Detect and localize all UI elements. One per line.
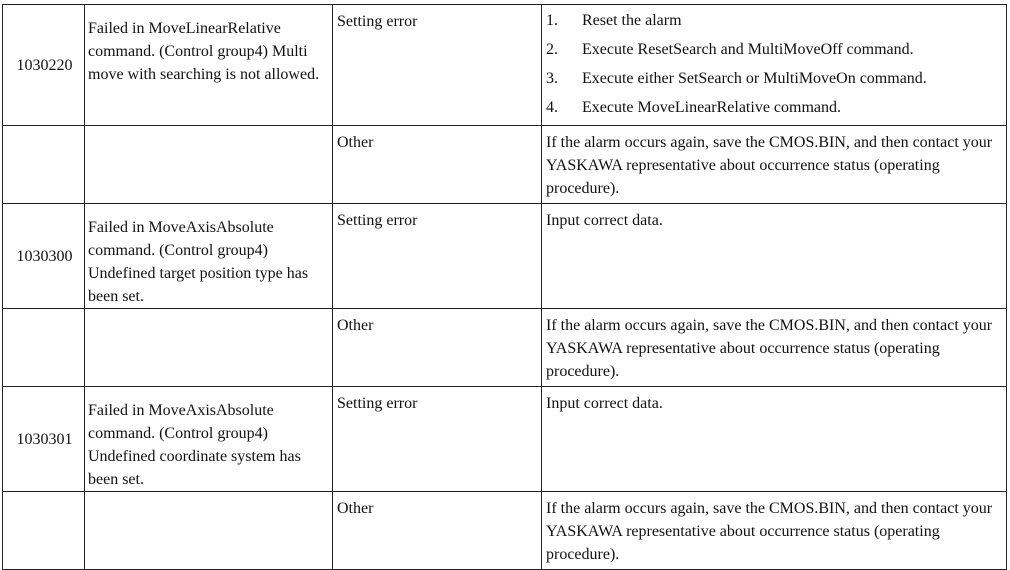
empty-cell xyxy=(2,308,85,387)
alarm-cause: Setting error xyxy=(332,386,542,492)
alarm-remedy: If the alarm occurs again, save the CMOS… xyxy=(541,308,1007,387)
alarm-code: 1030301 xyxy=(2,386,85,492)
alarm-remedy: Input correct data. xyxy=(541,203,1007,309)
step-text: Execute either SetSearch or MultiMoveOn … xyxy=(582,70,927,87)
table-row: 1030301 Failed in MoveAxisAbsolute comma… xyxy=(2,386,1007,492)
remedy-text: Input correct data. xyxy=(546,212,663,229)
empty-cell xyxy=(84,308,333,387)
alarm-cause: Other xyxy=(332,308,542,387)
alarm-cause: Setting error xyxy=(332,4,542,126)
step-number: 3. xyxy=(546,70,558,87)
step-number: 2. xyxy=(546,41,558,58)
step-text: Execute ResetSearch and MultiMoveOff com… xyxy=(582,41,914,58)
empty-cell xyxy=(2,491,85,570)
list-item: 4. Execute MoveLinearRelative command. xyxy=(546,96,1002,125)
table-row: 1030300 Failed in MoveAxisAbsolute comma… xyxy=(2,203,1007,309)
alarm-cause: Other xyxy=(332,491,542,570)
table-row: Other If the alarm occurs again, save th… xyxy=(2,125,1007,204)
list-item: 2. Execute ResetSearch and MultiMoveOff … xyxy=(546,38,1002,67)
table-row: 1030220 Failed in MoveLinearRelative com… xyxy=(2,4,1007,126)
empty-cell xyxy=(84,125,333,204)
list-item: 3. Execute either SetSearch or MultiMove… xyxy=(546,67,1002,96)
alarm-table: 1030220 Failed in MoveLinearRelative com… xyxy=(2,4,1007,570)
remedy-text: Input correct data. xyxy=(546,395,663,412)
alarm-remedy: Input correct data. xyxy=(541,386,1007,492)
remedy-text: If the alarm occurs again, save the CMOS… xyxy=(546,317,993,380)
alarm-description: Failed in MoveAxisAbsolute command. (Con… xyxy=(84,386,333,492)
empty-cell xyxy=(84,491,333,570)
step-text: Execute MoveLinearRelative command. xyxy=(582,99,842,116)
step-text: Reset the alarm xyxy=(582,12,682,29)
step-number: 4. xyxy=(546,99,558,116)
alarm-cause: Other xyxy=(332,125,542,204)
empty-cell xyxy=(2,125,85,204)
alarm-code: 1030220 xyxy=(2,4,85,126)
alarm-description: Failed in MoveAxisAbsolute command. (Con… xyxy=(84,203,333,309)
table-row: Other If the alarm occurs again, save th… xyxy=(2,308,1007,387)
alarm-remedy: 1. Reset the alarm 2. Execute ResetSearc… xyxy=(541,4,1007,126)
step-number: 1. xyxy=(546,12,558,29)
remedy-steps-list: 1. Reset the alarm 2. Execute ResetSearc… xyxy=(546,9,1002,125)
table-row: Other If the alarm occurs again, save th… xyxy=(2,491,1007,570)
list-item: 1. Reset the alarm xyxy=(546,9,1002,38)
alarm-remedy: If the alarm occurs again, save the CMOS… xyxy=(541,125,1007,204)
alarm-code: 1030300 xyxy=(2,203,85,309)
remedy-text: If the alarm occurs again, save the CMOS… xyxy=(546,134,993,197)
alarm-remedy: If the alarm occurs again, save the CMOS… xyxy=(541,491,1007,570)
alarm-description: Failed in MoveLinearRelative command. (C… xyxy=(84,4,333,126)
remedy-text: If the alarm occurs again, save the CMOS… xyxy=(546,500,993,563)
alarm-cause: Setting error xyxy=(332,203,542,309)
